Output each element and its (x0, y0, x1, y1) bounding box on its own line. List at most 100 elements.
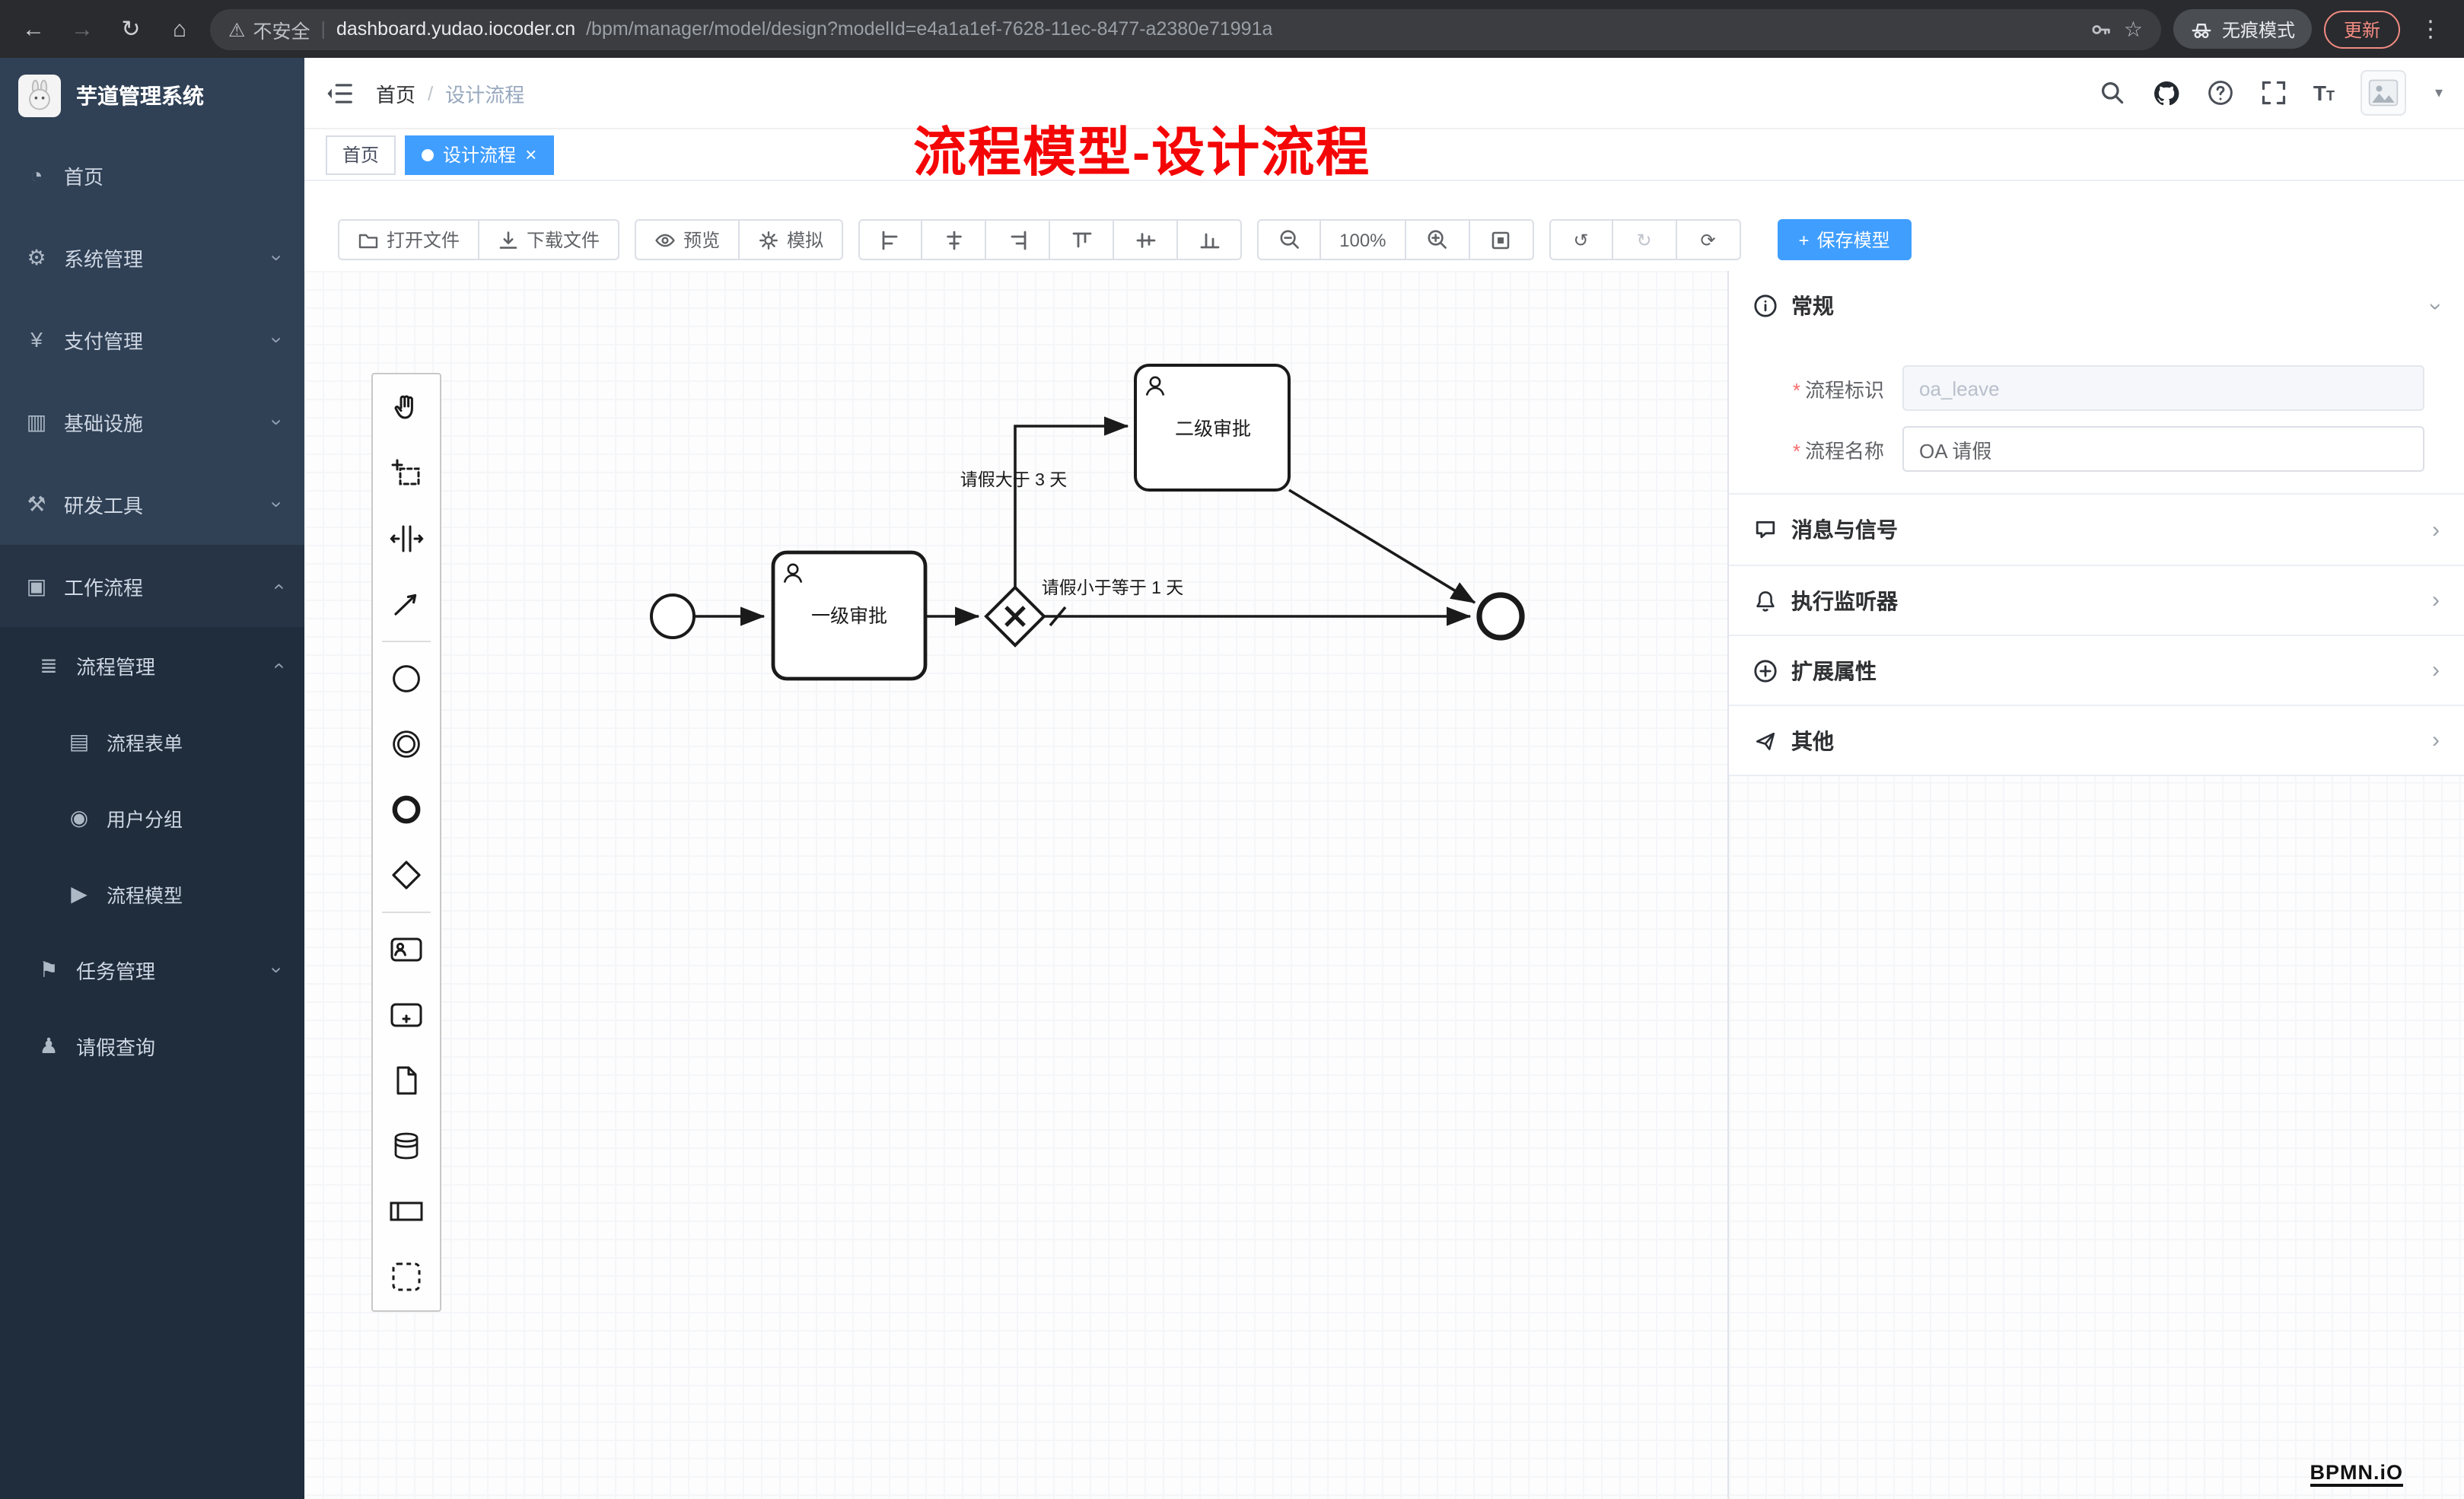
main-area: 首页 / 设计流程 TT (304, 58, 2464, 1499)
user-task-level1[interactable]: 一级审批 (771, 550, 928, 681)
sidebar-item-process-model[interactable]: ▶ 流程模型 (0, 855, 304, 931)
save-model-button[interactable]: + 保存模型 (1777, 219, 1912, 260)
breadcrumb-current: 设计流程 (445, 83, 525, 106)
end-event[interactable] (1476, 592, 1525, 641)
create-subprocess-icon[interactable] (387, 995, 426, 1035)
open-file-button[interactable]: 打开文件 (338, 219, 480, 260)
space-tool-icon[interactable] (387, 519, 426, 559)
fullscreen-icon[interactable] (2260, 79, 2287, 107)
form-row-name: *流程名称 (1729, 426, 2464, 472)
bpmn-diagram: 请假大于 3 天 请假小于等于 1 天 一级审批 (650, 364, 1525, 681)
align-center-horizontal-icon[interactable] (922, 219, 987, 260)
sidebar-item-devtools[interactable]: ⚒ 研发工具 › (0, 463, 304, 545)
simulate-button[interactable]: 模拟 (740, 219, 844, 260)
flow-label-lte: 请假小于等于 1 天 (1042, 578, 1184, 597)
security-chip[interactable]: ⚠ 不安全 (228, 14, 310, 43)
collapse-sidebar-icon[interactable] (326, 78, 355, 107)
zoom-reset-icon[interactable] (1469, 219, 1534, 260)
help-icon[interactable] (2207, 79, 2234, 107)
chevron-down-icon: › (2423, 302, 2449, 310)
align-left-icon[interactable] (858, 219, 923, 260)
sidebar-item-process-mgmt[interactable]: ≣ 流程管理 › (0, 627, 304, 703)
sidebar-item-user-group[interactable]: ◉ 用户分组 (0, 779, 304, 855)
bpmn-canvas[interactable]: 请假大于 3 天 请假小于等于 1 天 一级审批 (304, 271, 2464, 1499)
panel-section-extended-attrs[interactable]: 扩展属性 › (1729, 635, 2464, 705)
sidebar-item-infra[interactable]: ▥ 基础设施 › (0, 380, 304, 463)
sidebar-item-payment[interactable]: ¥ 支付管理 › (0, 298, 304, 380)
sidebar-item-workflow[interactable]: ▣ 工作流程 › (0, 545, 304, 627)
bpmn-io-watermark[interactable]: BPMN.iO (2310, 1461, 2403, 1487)
svg-text:二级审批: 二级审批 (1175, 419, 1251, 440)
user-group-icon: ◉ (69, 804, 89, 829)
security-label: 不安全 (253, 21, 310, 42)
undo-icon[interactable]: ↺ (1549, 219, 1613, 260)
designer-toolbar: 打开文件 下载文件 预览 模拟 (304, 181, 2464, 271)
create-data-store-icon[interactable] (387, 1126, 426, 1166)
panel-section-other[interactable]: 其他 › (1729, 705, 2464, 775)
lasso-tool-icon[interactable] (387, 454, 426, 493)
required-asterisk: * (1792, 378, 1800, 401)
zoom-in-icon[interactable] (1405, 219, 1470, 260)
url-host: dashboard.yudao.iocoder.cn (336, 18, 576, 40)
search-icon[interactable] (2099, 79, 2126, 107)
sidebar-item-task-mgmt[interactable]: ⚑ 任务管理 › (0, 931, 304, 1007)
star-icon[interactable]: ☆ (2123, 16, 2143, 40)
sidebar-item-home[interactable]: ◔ 首页 (0, 134, 304, 216)
key-icon[interactable] (2090, 18, 2113, 40)
panel-section-execution-listener[interactable]: 执行监听器 › (1729, 565, 2464, 635)
breadcrumb: 首页 / 设计流程 (376, 78, 524, 107)
align-bottom-icon[interactable] (1178, 219, 1243, 260)
info-icon (1754, 294, 1777, 317)
process-key-input[interactable] (1902, 365, 2424, 411)
tab-home[interactable]: 首页 (326, 135, 396, 174)
sidebar-item-system[interactable]: ⚙ 系统管理 › (0, 216, 304, 298)
menu-dots-icon[interactable]: ⋮ (2419, 17, 2442, 43)
tab-design-process[interactable]: 设计流程 × (405, 135, 554, 174)
back-icon[interactable]: ← (22, 16, 45, 42)
user-task-level2[interactable]: 二级审批 (1134, 364, 1291, 492)
create-group-icon[interactable] (387, 1257, 426, 1297)
create-gateway-icon[interactable] (387, 855, 426, 895)
zoom-out-icon[interactable] (1257, 219, 1322, 260)
active-dot (422, 148, 435, 161)
forward-icon[interactable]: → (71, 16, 94, 42)
panel-section-general[interactable]: 常规 › (1729, 271, 2464, 341)
home-icon[interactable]: ⌂ (172, 16, 187, 42)
preview-button[interactable]: 预览 (635, 219, 740, 260)
process-name-input[interactable] (1902, 426, 2424, 472)
global-connect-tool-icon[interactable] (387, 584, 426, 624)
exclusive-gateway[interactable] (984, 585, 1046, 648)
create-data-object-icon[interactable] (387, 1061, 426, 1100)
github-icon[interactable] (2152, 78, 2181, 107)
panel-section-message-signal[interactable]: 消息与信号 › (1729, 495, 2464, 565)
app-header: 首页 / 设计流程 TT (304, 58, 2464, 129)
hand-tool-icon[interactable] (387, 388, 426, 428)
avatar[interactable] (2360, 70, 2406, 116)
align-right-icon[interactable] (986, 219, 1051, 260)
start-event[interactable] (650, 594, 696, 639)
download-file-button[interactable]: 下载文件 (479, 219, 620, 260)
breadcrumb-home[interactable]: 首页 (376, 83, 416, 106)
create-user-task-icon[interactable] (387, 930, 426, 969)
create-participant-icon[interactable] (387, 1192, 426, 1231)
align-top-icon[interactable] (1050, 219, 1115, 260)
align-middle-icon[interactable] (1114, 219, 1179, 260)
font-size-icon[interactable]: TT (2313, 81, 2335, 105)
sidebar-item-process-form[interactable]: ▤ 流程表单 (0, 703, 304, 779)
sequence-flow-gateway-to-task2[interactable] (1014, 416, 1129, 587)
address-bar[interactable]: ⚠ 不安全 | dashboard.yudao.iocoder.cn /bpm/… (210, 8, 2161, 49)
close-icon[interactable]: × (525, 143, 537, 166)
create-end-event-icon[interactable] (387, 790, 426, 829)
sequence-flow-task2-to-end[interactable] (1288, 489, 1476, 604)
redo-icon[interactable]: ↻ (1612, 219, 1677, 260)
sidebar-item-leave-query[interactable]: ♟ 请假查询 (0, 1007, 304, 1084)
create-start-event-icon[interactable] (387, 659, 426, 699)
chevron-right-icon: › (2432, 517, 2440, 543)
create-intermediate-event-icon[interactable] (387, 724, 426, 764)
restart-icon[interactable]: ⟳ (1676, 219, 1741, 260)
reload-icon[interactable]: ↻ (121, 17, 141, 43)
incognito-label: 无痕模式 (2221, 19, 2295, 40)
zoom-level[interactable]: 100% (1321, 219, 1406, 260)
update-button[interactable]: 更新 (2323, 10, 2400, 48)
